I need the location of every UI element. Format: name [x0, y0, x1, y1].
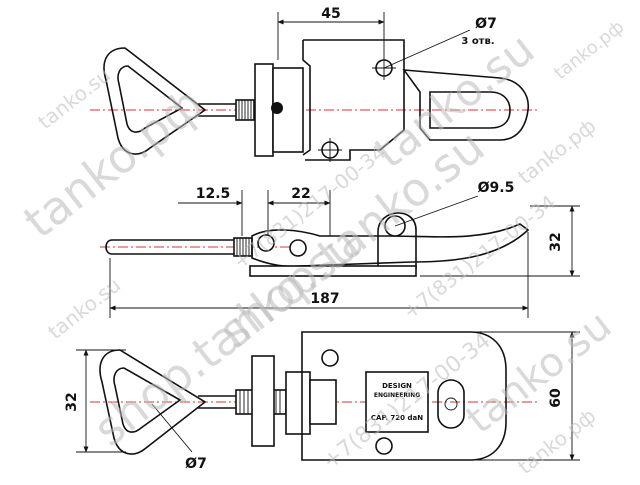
capacity-label: CAP. 720 daN: [371, 414, 423, 422]
dim-60-label: 60: [548, 388, 564, 408]
pivot-side-2: [289, 239, 307, 257]
hinge-bracket-top: [254, 63, 274, 157]
logo-emblem: [444, 397, 458, 411]
rod-diameter-label: Ø7: [185, 456, 207, 472]
logo-oval: [437, 379, 465, 429]
dim-32-side-label: 32: [548, 232, 564, 251]
side-view: 12.5 22 Ø9.5 32 187: [100, 180, 580, 318]
base-plate-side: [249, 265, 417, 277]
dim-45-label: 45: [321, 6, 340, 22]
brand-line-2: ENGINEERING: [374, 392, 420, 399]
rod-side: [105, 239, 236, 255]
keeper-hook-top: [402, 69, 529, 141]
hinge-bracket-bottom: [251, 355, 275, 447]
dim-12-5-label: 12.5: [196, 186, 231, 202]
base-plate-edge: [302, 40, 311, 156]
leader-hole-top: [383, 29, 471, 69]
loop-handle-outer: [103, 47, 207, 155]
watermark-13: tanko.рф: [550, 17, 628, 84]
loop-handle-bottom-outer: [99, 349, 207, 455]
name-plate: [365, 371, 429, 433]
dim-187-label: 187: [310, 291, 339, 307]
watermark-12: tanko.рф: [513, 404, 600, 479]
hole-diameter-label: Ø7: [475, 16, 497, 32]
keeper-slot-top: [429, 91, 511, 129]
brand-line-1: DESIGN: [382, 382, 412, 390]
mount-hole-bottom-1: [321, 349, 339, 367]
pivot-side-1: [257, 234, 275, 252]
leader-pin-hole: [394, 195, 479, 227]
bottom-view: DESIGN ENGINEERING CAP. 720 daN 32 60 Ø7: [64, 331, 580, 472]
leader-rod: [151, 403, 193, 453]
dim-32-bottom-label: 32: [64, 392, 80, 411]
watermark-1: tanko.su: [33, 63, 115, 134]
thread-lines-top: [238, 100, 252, 120]
hinge-pin-top: [271, 102, 283, 114]
base-plate-bottom: [301, 331, 507, 461]
dim-22-label: 22: [291, 186, 310, 202]
keeper-side: [377, 212, 417, 269]
hole-count-label: 3 отв.: [461, 36, 494, 47]
base-plate-top: [303, 39, 405, 161]
loop-handle-bottom-inner: [113, 367, 182, 433]
watermark-2: tanko.рф: [513, 114, 600, 189]
watermark-8: tanko.рф: [14, 76, 213, 248]
pin-hole-label: Ø9.5: [478, 180, 515, 196]
rod-bottom: [198, 395, 238, 409]
loop-handle-inner: [117, 65, 184, 133]
top-view: 45 Ø7 3 отв.: [90, 6, 540, 162]
rod-top: [198, 103, 238, 117]
mount-hole-bottom-2: [375, 437, 393, 455]
nut: [309, 379, 337, 425]
nut-block: [285, 371, 311, 435]
